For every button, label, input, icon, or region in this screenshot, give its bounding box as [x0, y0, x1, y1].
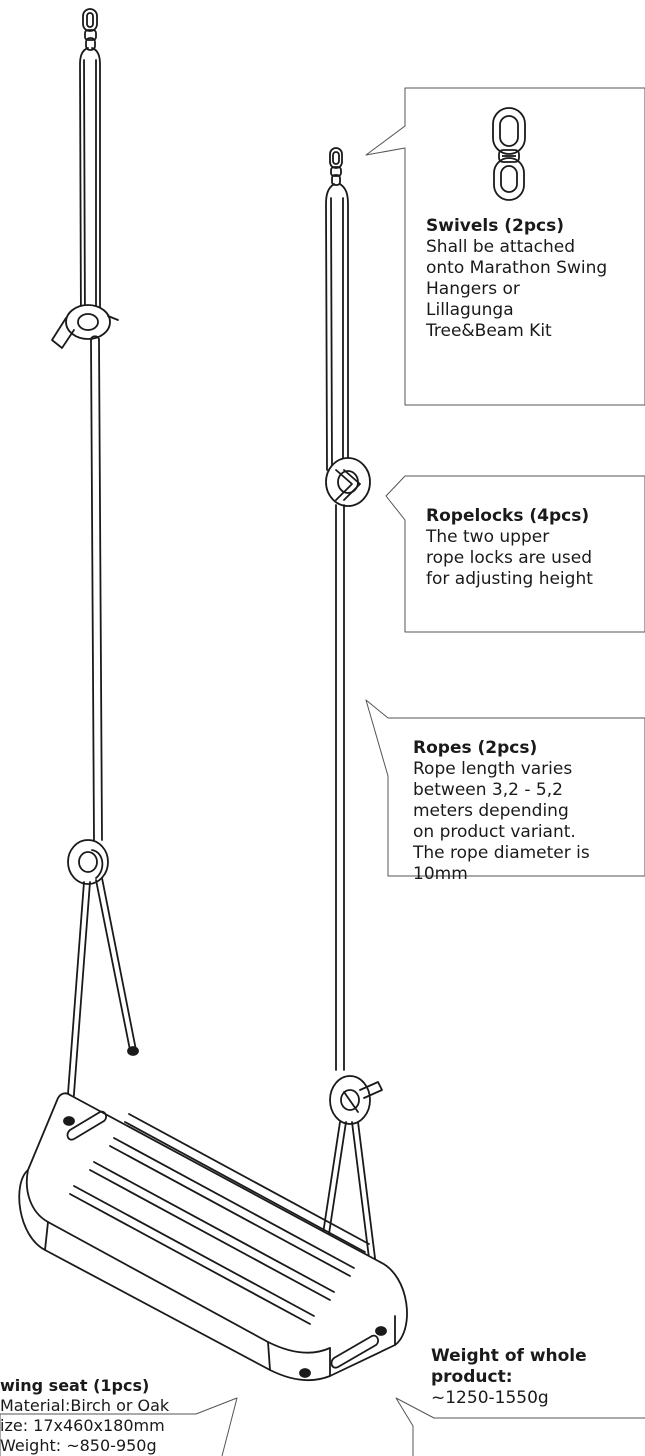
swivels-line-3: Hangers or — [426, 279, 607, 300]
ropes-line-2: between 3,2 - 5,2 — [413, 780, 590, 801]
swivels-line-5: Tree&Beam Kit — [426, 321, 607, 342]
ropelocks-callout: Ropelocks (4pcs) The two upper rope lock… — [426, 506, 593, 590]
swivels-callout: Swivels (2pcs) Shall be attached onto Ma… — [426, 96, 607, 342]
left-rope-legs — [66, 878, 136, 1120]
seat-line-3: Weight: ~850-950g — [0, 1436, 220, 1456]
swivels-line-1: Shall be attached — [426, 237, 607, 258]
right-lower-ropelock — [330, 1076, 382, 1124]
swivels-line-2: onto Marathon Swing — [426, 258, 607, 279]
seat-line-2: ize: 17x460x180mm — [0, 1416, 220, 1436]
right-swivel — [330, 148, 342, 185]
left-rope-upper-loop — [80, 48, 100, 330]
seat-line-1: Material:Birch or Oak — [0, 1396, 220, 1416]
ropelocks-title: Ropelocks (4pcs) — [426, 506, 593, 527]
weight-title-line-1: Weight of whole — [431, 1346, 587, 1367]
ropes-line-1: Rope length varies — [413, 759, 590, 780]
ropes-callout: Ropes (2pcs) Rope length varies between … — [413, 738, 590, 885]
left-upper-ropelock — [52, 305, 118, 348]
right-rope-upper-loop — [326, 184, 348, 470]
swivels-line-4: Lillagunga — [426, 300, 607, 321]
seat-title: wing seat (1pcs) — [0, 1376, 220, 1396]
ropes-title: Ropes (2pcs) — [413, 738, 590, 759]
swivels-title: Swivels (2pcs) — [426, 216, 607, 237]
right-upper-ropelock — [326, 458, 370, 506]
right-rope-main — [336, 505, 344, 1070]
ropes-line-5: The rope diameter is — [413, 843, 590, 864]
ropelocks-line-3: for adjusting height — [426, 569, 593, 590]
ropelocks-line-2: rope locks are used — [426, 548, 593, 569]
left-swivel — [83, 9, 97, 50]
weight-value: ~1250-1550g — [431, 1388, 587, 1409]
weight-title-line-2: product: — [431, 1367, 587, 1388]
ropes-line-3: meters depending — [413, 801, 590, 822]
ropes-line-4: on product variant. — [413, 822, 590, 843]
ropelocks-line-1: The two upper — [426, 527, 593, 548]
swivel-icon — [486, 96, 536, 206]
weight-callout: Weight of whole product: ~1250-1550g — [431, 1346, 587, 1409]
ropes-line-6: 10mm — [413, 864, 590, 885]
seat-callout: wing seat (1pcs) Material:Birch or Oak i… — [0, 1376, 220, 1456]
left-rope-main — [91, 336, 102, 840]
